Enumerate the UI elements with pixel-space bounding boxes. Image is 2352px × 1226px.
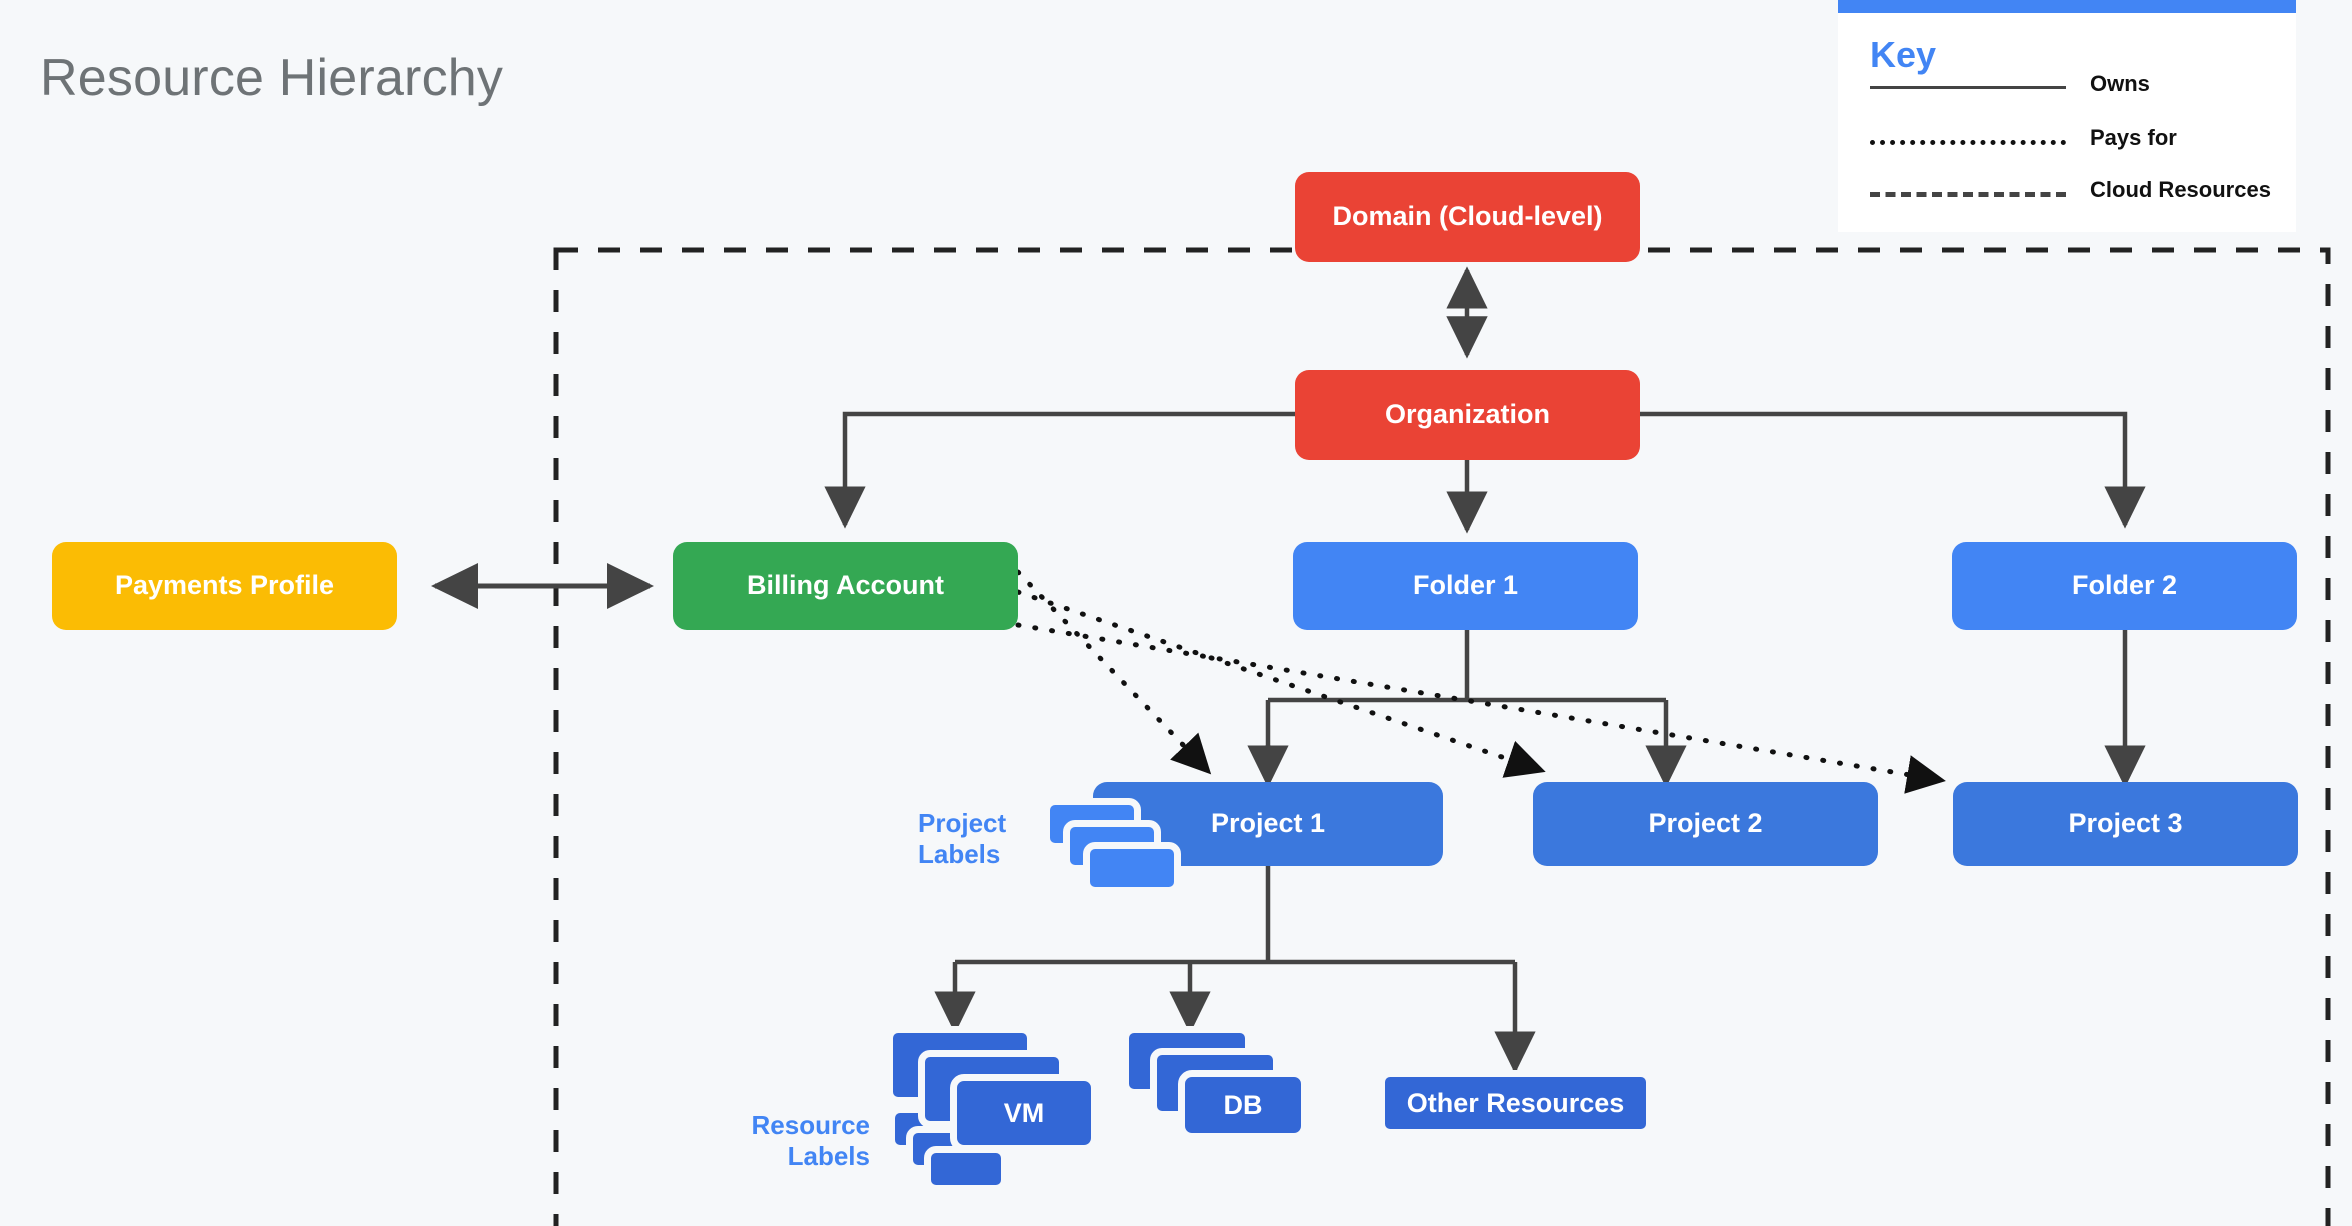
edge-organization-folder2: [1638, 411, 2146, 529]
edge-billing-pays-project2: [1015, 589, 1546, 778]
node-db-stack[interactable]: DB: [1122, 1026, 1382, 1186]
resource-labels-annotation: Resource Labels: [720, 1110, 871, 1172]
node-vm[interactable]: VM: [950, 1074, 1098, 1152]
node-folder-1[interactable]: Folder 1: [1293, 542, 1638, 630]
node-project-3[interactable]: Project 3: [1953, 782, 2298, 866]
node-project-2[interactable]: Project 2: [1533, 782, 1878, 866]
page-title: Resource Hierarchy: [40, 49, 504, 107]
key-label-owns: Owns: [2090, 71, 2150, 96]
label-card-3: [1083, 842, 1181, 894]
project-labels-line-2: Labels: [918, 839, 1001, 869]
edge-folder1-project1: [1265, 697, 1666, 775]
key-label-cloud-resources: Cloud Resources: [2090, 177, 2271, 202]
resource-labels-line-1: Resource: [751, 1110, 871, 1140]
key-row-owns: Owns: [1838, 68, 2296, 112]
edge-billing-pays-project1: [1015, 569, 1212, 775]
key-title: Key: [1870, 34, 1937, 75]
project-labels-stack-icon: [1043, 798, 1181, 898]
resource-labels-line-2: Labels: [787, 1141, 870, 1171]
node-organization[interactable]: Organization: [1295, 370, 1640, 460]
key-row-cloud-resources: Cloud Resources: [1838, 174, 2296, 218]
key-panel: Key Owns Pays for Cloud Resources: [1838, 0, 2296, 232]
edge-project1-bus: [955, 866, 1515, 965]
node-vm-stack[interactable]: VM: [886, 1026, 1146, 1186]
solid-line-icon: [1870, 86, 2066, 89]
node-folder-2[interactable]: Folder 2: [1952, 542, 2297, 630]
key-row-pays-for: Pays for: [1838, 122, 2296, 166]
node-billing-account[interactable]: Billing Account: [673, 542, 1018, 630]
edge-organization-billing: [824, 411, 1295, 529]
node-payments-profile[interactable]: Payments Profile: [52, 542, 397, 630]
dotted-line-icon: [1870, 140, 2066, 145]
project-labels-annotation: Project Labels: [918, 808, 1048, 870]
node-domain[interactable]: Domain (Cloud-level): [1295, 172, 1640, 262]
key-label-pays-for: Pays for: [2090, 125, 2177, 150]
key-accent-bar: [1838, 0, 2296, 13]
project-labels-line-1: Project: [918, 808, 1007, 838]
node-db[interactable]: DB: [1178, 1070, 1308, 1140]
edge-billing-pays-project3: [1015, 622, 1946, 794]
node-other-resources[interactable]: Other Resources: [1378, 1070, 1653, 1136]
dashed-line-icon: [1870, 192, 2066, 197]
